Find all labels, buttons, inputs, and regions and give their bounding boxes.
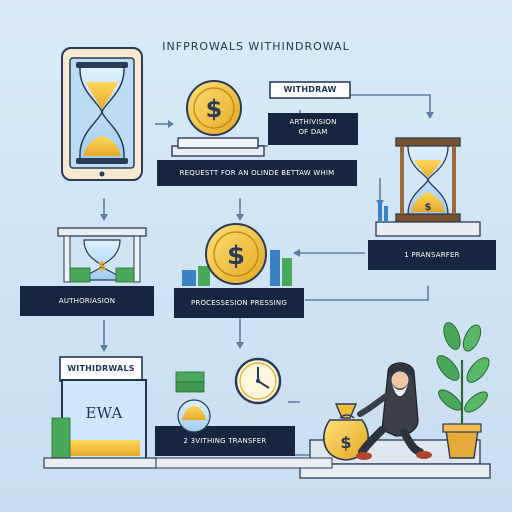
vault-hourglass-icon: $ bbox=[57, 227, 147, 283]
tablet-hourglass-icon bbox=[61, 47, 143, 181]
label-authorization-box: ARTHIVISION OF DAM bbox=[289, 118, 337, 136]
svg-text:$: $ bbox=[340, 433, 351, 452]
ewa-logo: EWA bbox=[85, 404, 123, 422]
label-transfer-top: 1 PRANSARFER bbox=[404, 251, 460, 259]
diagram-title: INFPROWALS WITHINDROWAL bbox=[162, 40, 350, 53]
bank-notes-icon bbox=[175, 371, 211, 433]
label-transfer-bottom: 2 3VITHING TRANSFER bbox=[183, 437, 267, 445]
plant-icon bbox=[436, 322, 490, 459]
label-withdrawals: WITHIDRWALS bbox=[67, 364, 135, 373]
clock-icon bbox=[234, 357, 282, 405]
label-processing: PROCESSESION PRESSING bbox=[190, 299, 287, 307]
label-panels bbox=[20, 81, 496, 456]
money-bag-icon: $ bbox=[323, 403, 369, 461]
withdrawals-display-icon bbox=[43, 356, 157, 469]
label-request: REQUESTT FOR AN OLINDE BETTAW WHIM bbox=[179, 169, 335, 177]
label-authorization-left: AUTHORIASION bbox=[58, 297, 116, 305]
flow-connectors bbox=[103, 94, 431, 456]
gold-coin-icon: $ bbox=[171, 80, 265, 157]
svg-text:$: $ bbox=[206, 95, 223, 123]
hourglass-icon: $ bbox=[375, 137, 481, 237]
svg-text:$: $ bbox=[425, 202, 432, 213]
coin-display-icon: $ bbox=[182, 223, 292, 286]
svg-text:$: $ bbox=[98, 259, 106, 273]
person-icon bbox=[356, 362, 432, 460]
svg-text:$: $ bbox=[227, 241, 245, 271]
label-withdraw: WITHDRAW bbox=[283, 85, 337, 94]
